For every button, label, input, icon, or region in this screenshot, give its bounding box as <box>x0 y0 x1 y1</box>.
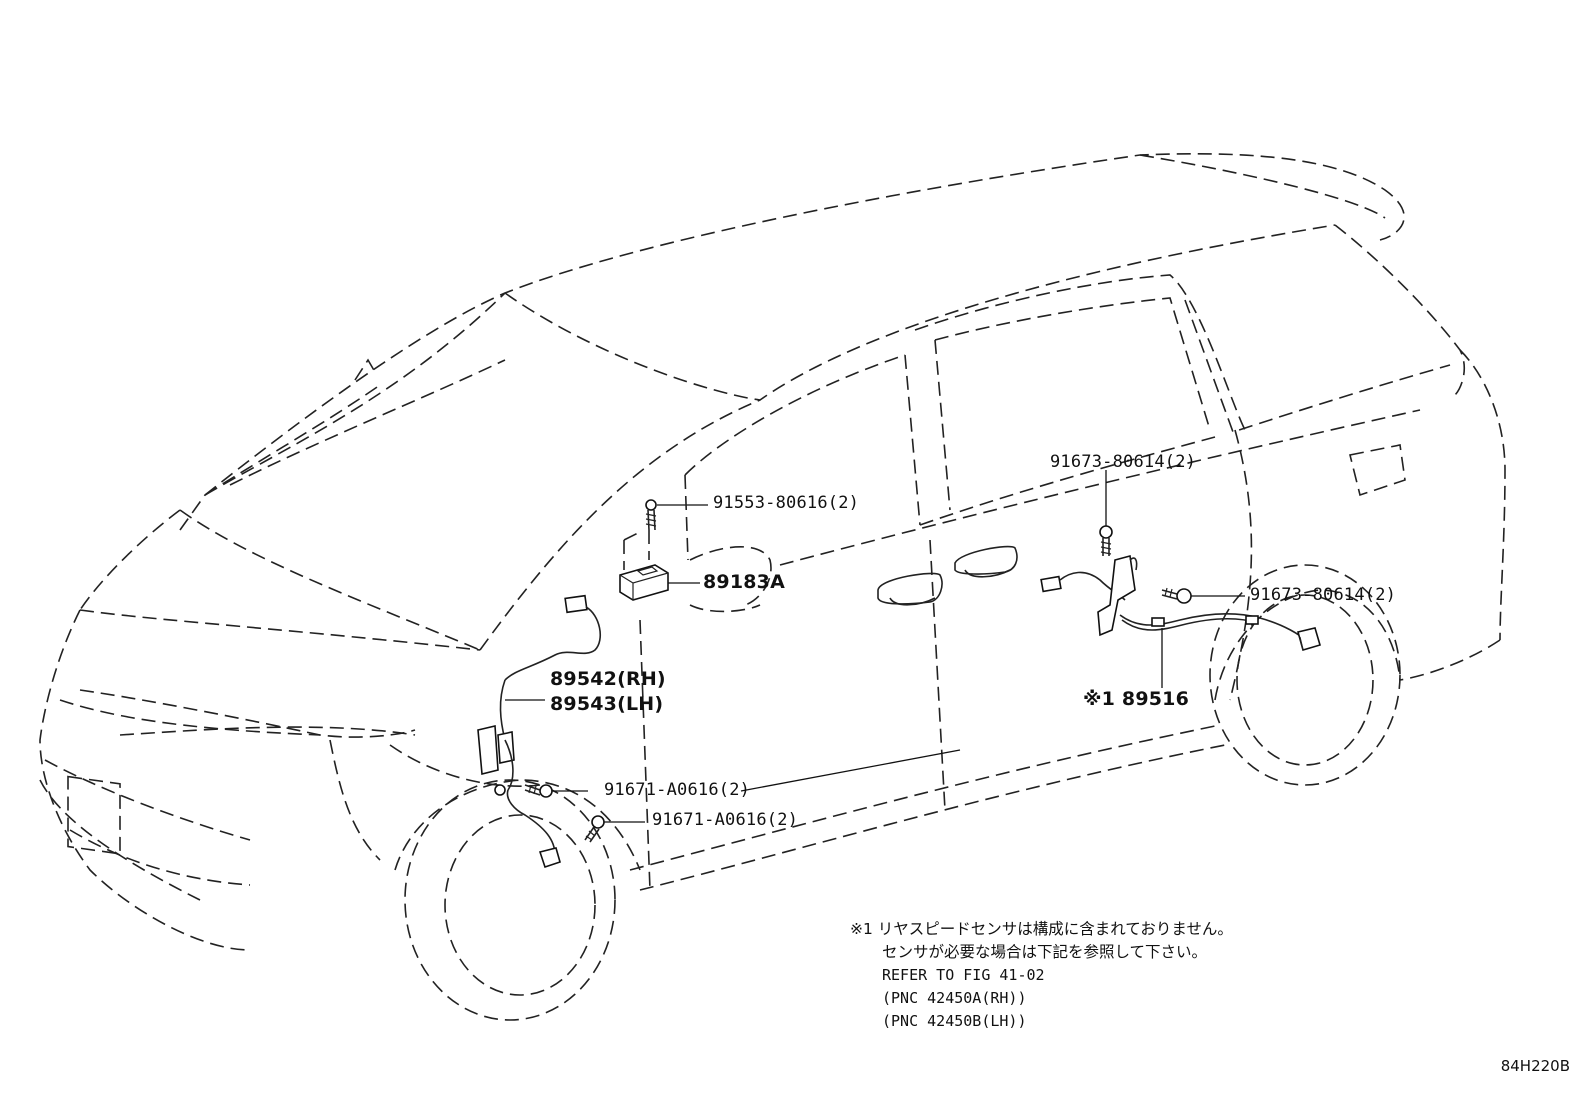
figure-id: 84H220B <box>1500 1057 1570 1075</box>
footnote-line-1: ※1 リヤスピードセンサは構成に含まれておりません。 <box>850 920 1233 938</box>
footnote-line-5: (PNC 42450B(LH)) <box>882 1012 1027 1030</box>
label-89543-lh: 89543(LH) <box>550 693 664 715</box>
front-speed-sensor-assembly <box>477 594 645 869</box>
label-91673-80614-upper: 91673-80614(2) <box>1050 452 1197 472</box>
vehicle-outline <box>39 153 1506 1021</box>
label-91673-80614-lower: 91673-80614(2) <box>1250 585 1397 605</box>
footnote-line-3: REFER TO FIG 41-02 <box>882 966 1045 984</box>
label-91671-A0616-lower: 91671-A0616(2) <box>652 810 799 830</box>
label-89516: ※1 89516 <box>1083 688 1190 710</box>
footnote: ※1 リヤスピードセンサは構成に含まれておりません。 センサが必要な場合は下記を… <box>850 918 1233 1033</box>
label-91553-80616: 91553-80616(2) <box>713 493 860 513</box>
footnote-line-4: (PNC 42450A(RH)) <box>882 989 1027 1007</box>
leader-line-91671 <box>740 749 961 792</box>
label-89183A: 89183A <box>703 571 786 593</box>
rear-speed-sensor-harness <box>1040 470 1321 688</box>
door-handles <box>877 545 1018 606</box>
footnote-line-2: センサが必要な場合は下記を参照して下さい。 <box>882 943 1208 961</box>
label-91671-A0616-upper: 91671-A0616(2) <box>604 780 751 800</box>
sensor-89183A-assembly <box>619 474 772 613</box>
label-89542-rh: 89542(RH) <box>550 668 666 690</box>
